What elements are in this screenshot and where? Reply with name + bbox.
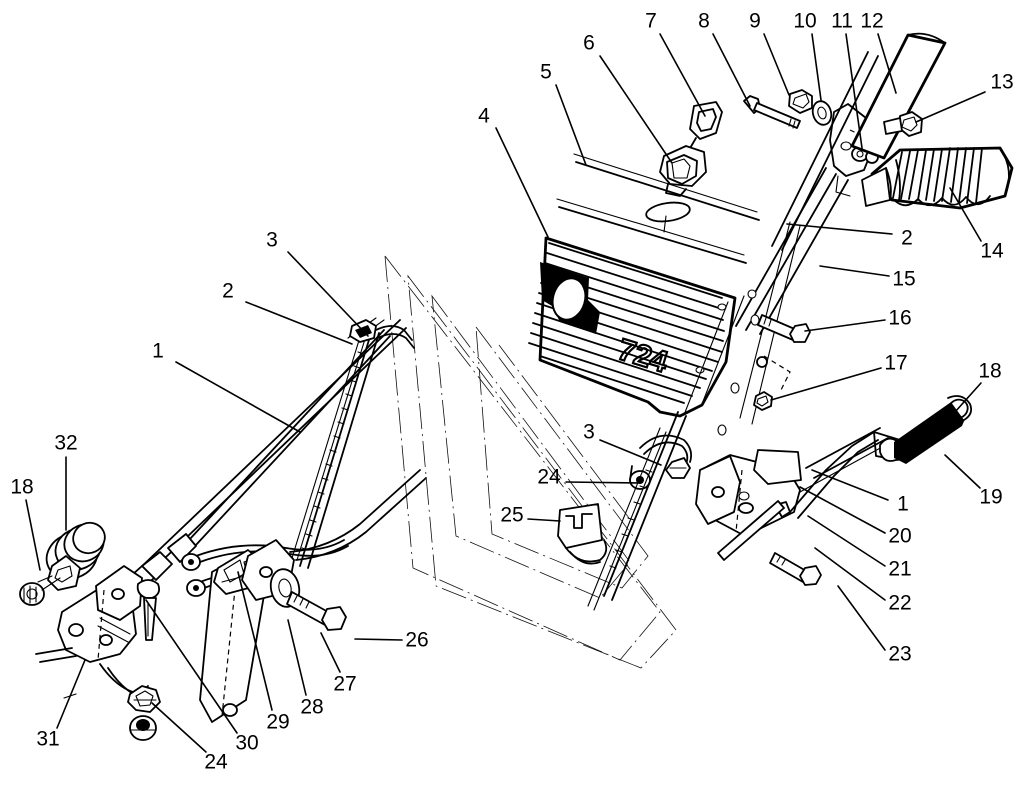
callout-28: 28 — [300, 696, 323, 719]
callout-1: 1 — [152, 340, 164, 363]
hex-bolt-16 — [757, 314, 811, 343]
callout-2: 2 — [222, 280, 234, 303]
left-mount-bracket-31 — [35, 565, 149, 699]
callout-29: 29 — [266, 711, 289, 734]
callout-12: 12 — [860, 10, 883, 33]
right-mount-bracket — [695, 427, 889, 586]
callout-5: 5 — [540, 61, 552, 84]
callout-9: 9 — [749, 10, 761, 33]
callout-22: 22 — [888, 592, 911, 615]
interlock-switch-32 — [19, 521, 106, 606]
callout-10: 10 — [793, 10, 816, 33]
callout-14: 14 — [980, 240, 1004, 263]
hex-bolt-13 — [883, 111, 923, 137]
callout-32: 32 — [54, 432, 77, 455]
callout-1b: 1 — [897, 493, 909, 516]
callout-numbers: 1 2 3 4 5 6 7 8 9 10 11 12 13 14 2 15 16… — [10, 10, 1013, 774]
callout-18b: 18 — [10, 476, 33, 499]
callout-15: 15 — [892, 268, 915, 291]
callout-8: 8 — [698, 10, 710, 33]
phantom-handle-outline — [384, 254, 677, 669]
callout-31: 31 — [36, 728, 59, 751]
callout-19: 19 — [979, 486, 1002, 509]
callout-21: 21 — [888, 558, 911, 581]
callout-16: 16 — [888, 307, 911, 330]
callout-26: 26 — [405, 629, 428, 652]
ribbed-console-panel: 724 — [528, 153, 760, 418]
key-switch-assembly — [659, 101, 723, 197]
callout-11: 11 — [831, 10, 853, 33]
callout-27: 27 — [333, 673, 356, 696]
callout-2b: 2 — [901, 227, 913, 250]
upper-handle-tube — [850, 32, 947, 160]
callout-3: 3 — [266, 229, 278, 252]
upper-fastener-group — [743, 89, 833, 129]
callout-leaders — [25, 33, 986, 753]
chute-crank-handle — [789, 395, 973, 519]
callout-23: 23 — [888, 643, 911, 666]
flange-nuts-24 — [127, 685, 161, 741]
callout-17: 17 — [884, 352, 907, 375]
callout-20: 20 — [888, 525, 911, 548]
callout-18: 18 — [978, 360, 1001, 383]
pivot-bolt-group — [241, 539, 347, 631]
callout-25: 25 — [500, 504, 523, 527]
callout-4: 4 — [478, 105, 490, 128]
small-fasteners-17 — [753, 355, 791, 411]
center-cable-hardware — [557, 411, 693, 611]
callout-13: 13 — [990, 71, 1013, 94]
handle-panel-support-29 — [199, 551, 269, 723]
carriage-bolt-30 — [136, 579, 161, 641]
handle-grip — [861, 146, 1014, 210]
callout-6: 6 — [583, 32, 595, 55]
callout-7: 7 — [645, 10, 657, 33]
callout-24b: 24 — [204, 751, 228, 774]
callout-30: 30 — [235, 732, 258, 755]
callout-3b: 3 — [583, 421, 595, 444]
callout-24: 24 — [537, 466, 561, 489]
